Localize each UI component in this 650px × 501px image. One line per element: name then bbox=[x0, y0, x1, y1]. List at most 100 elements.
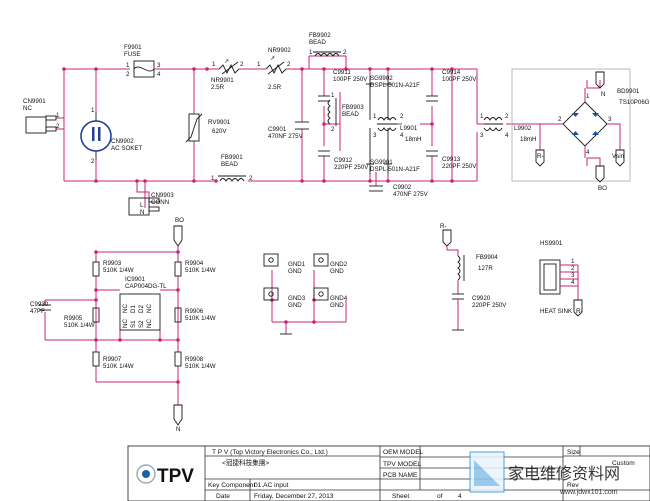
l9901-ref: L9901 bbox=[400, 125, 418, 132]
bd9901-pin2: 2 bbox=[558, 116, 562, 123]
net-rminus-bridge: R- bbox=[537, 153, 544, 160]
l9901-pin2: 2 bbox=[400, 113, 404, 120]
varistor-rv9901: RV9901 620V bbox=[185, 113, 231, 143]
nr9901-value: 2.5R bbox=[211, 84, 225, 91]
capacitor-c9930: C9930 47PF bbox=[30, 301, 51, 315]
bd9901-pin1: 1 bbox=[586, 93, 590, 100]
hs9901-pin3: 3 bbox=[571, 272, 575, 279]
c9912-ref: C9912 bbox=[334, 157, 353, 164]
net-n-label: N bbox=[176, 426, 180, 433]
l9902-pin3: 3 bbox=[480, 132, 484, 139]
ic9901-pin-d1: D1 bbox=[130, 305, 137, 313]
hs9901-value: HEAT SINK bbox=[540, 308, 573, 315]
f9901-pin1: 1 bbox=[126, 62, 130, 69]
bd9901-pin3: 3 bbox=[608, 116, 612, 123]
cn9901-pin2: 2 bbox=[56, 123, 60, 130]
fb9901-pin1: 1 bbox=[211, 175, 215, 182]
watermark-text: 家电维修资料网 bbox=[508, 465, 620, 483]
key-component-label: Key Component bbox=[208, 482, 255, 489]
tpv-model-label: TPV MODEL bbox=[383, 461, 421, 468]
watermark: 家电维修资料网 www.jdwx101.com bbox=[469, 451, 620, 496]
gnd4-value: GND bbox=[330, 302, 344, 309]
capacitor-c9902: C9902 470NF 275V bbox=[369, 184, 429, 198]
c9930-ref: C9930 bbox=[30, 301, 49, 308]
ic9901-pin-d2: D2 bbox=[138, 305, 145, 313]
hs9901-pin2: 2 bbox=[571, 265, 575, 272]
gnd3-value: GND bbox=[288, 302, 302, 309]
fb9903-pin2: 2 bbox=[331, 126, 335, 133]
r9904-value: 510K 1/4W bbox=[185, 267, 216, 274]
key-component-value: 01.AC input bbox=[254, 482, 289, 489]
nr9902-pin2: 2 bbox=[287, 61, 291, 68]
sg9901-ref: SG9901 bbox=[370, 159, 393, 166]
fb9902-pin2: 2 bbox=[343, 49, 347, 56]
c9920-ref: C9920 bbox=[472, 295, 491, 302]
sheet-total: 4 bbox=[458, 493, 462, 500]
spark-gap-sg9902: SG9902 DSPL-501N-A21F bbox=[366, 75, 420, 120]
cn9902-ref: CN9902 bbox=[111, 138, 134, 145]
l9902-pin4: 4 bbox=[505, 132, 509, 139]
cn9902-value: AC SOKET bbox=[111, 145, 143, 152]
r9908-ref: R9908 bbox=[185, 356, 204, 363]
f9901-pin3: 3 bbox=[157, 62, 161, 69]
fb9904-c9920-branch: R- FB9904 127R C9920 220PF 250V bbox=[440, 223, 507, 331]
heat-sink-hs9901: HS9901 HEAT SINK 1 2 3 4 R- bbox=[539, 240, 583, 317]
r9903-ref: R9903 bbox=[103, 260, 122, 267]
l9902-pin2: 2 bbox=[505, 113, 509, 120]
r9905-value: 510K 1/4W bbox=[64, 322, 95, 329]
net-bo-label: BO bbox=[175, 217, 184, 224]
c9901-value: 470NF 275V bbox=[268, 133, 304, 140]
sheet-label: Sheet bbox=[392, 493, 409, 500]
capacitor-c9914: C9914 100PF 250V bbox=[426, 69, 477, 102]
ic9901-ref: IC9901 bbox=[125, 276, 146, 283]
c9914-ref: C9914 bbox=[442, 69, 461, 76]
rv9901-value: 620V bbox=[212, 128, 227, 135]
fb9903-pin1: 1 bbox=[331, 92, 335, 99]
ac-socket-cn9902: 1 2 CN9902 AC SOKET bbox=[80, 107, 143, 165]
connector-cn9901: CN9901 NC 1 2 bbox=[23, 98, 60, 134]
hs9901-pin1: 1 bbox=[571, 258, 575, 265]
c9911-ref: C9911 bbox=[333, 69, 351, 76]
thermistor-nr9901: NR9901 2.5R 1 2 bbox=[207, 61, 244, 91]
r9907-ref: R9907 bbox=[103, 356, 122, 363]
nr9902-pin1: 1 bbox=[257, 61, 261, 68]
r9907-value: 510K 1/4W bbox=[103, 363, 134, 370]
resistor-r9903: R9903 510K 1/4W bbox=[92, 260, 134, 277]
rv9901-ref: RV9901 bbox=[208, 119, 231, 126]
watermark-url: www.jdwx101.com bbox=[559, 489, 618, 496]
fb9903-value: BEAD bbox=[342, 111, 359, 118]
resistor-r9906: R9906 510K 1/4W bbox=[174, 307, 216, 323]
l9901-value: 18mH bbox=[405, 136, 422, 143]
date-label: Date bbox=[216, 493, 230, 500]
l9902-ref: L9902 bbox=[514, 125, 532, 132]
gnd2-ref: GND2 bbox=[330, 261, 348, 268]
nr9902-value: 2.5R bbox=[268, 84, 282, 91]
fb9902-value: BEAD bbox=[309, 39, 326, 46]
oem-model-label: OEM MODEL bbox=[383, 449, 424, 456]
fb9901-pin2: 2 bbox=[249, 175, 253, 182]
net-rminus-heatsink: R- bbox=[576, 308, 583, 315]
resistor-r9907: R9907 510K 1/4W bbox=[92, 351, 134, 370]
sg9901-value: DSPL-501N-A21F bbox=[370, 166, 420, 173]
net-port-n: N bbox=[173, 404, 183, 433]
resistor-r9905: R9905 510K 1/4W bbox=[64, 307, 100, 329]
cn9903-ref: CN9903 bbox=[151, 192, 174, 199]
f9901-pin4: 4 bbox=[157, 71, 161, 78]
nr9901-ref: NR9901 bbox=[211, 77, 234, 84]
fb9902-ref: FB9902 bbox=[309, 32, 331, 39]
cn9902-pin1: 1 bbox=[91, 107, 95, 114]
gnd-pads: GND1 GND GND2 GND GND3 GND GND4 GND bbox=[263, 253, 348, 335]
sg9902-value: DSPL-501N-A21F bbox=[370, 82, 420, 89]
cn9901-value: NC bbox=[23, 105, 32, 112]
c9902-ref: C9902 bbox=[393, 184, 412, 191]
cn9901-pin1: 1 bbox=[56, 112, 60, 119]
fb9903-ref: FB9903 bbox=[342, 104, 364, 111]
ic9901-pin-nc2: NC bbox=[146, 304, 153, 313]
company-name: T P V (Top Victory Electronics Co., Ltd.… bbox=[212, 449, 328, 456]
l9901-pin3: 3 bbox=[373, 132, 377, 139]
fb9904-value: 127R bbox=[478, 265, 493, 272]
r9904-ref: R9904 bbox=[185, 260, 204, 267]
l9901-pin1: 1 bbox=[373, 113, 377, 120]
bead-fb9903: FB9903 BEAD 1 2 bbox=[327, 92, 364, 133]
cn9903-pin-l: L bbox=[140, 202, 144, 209]
